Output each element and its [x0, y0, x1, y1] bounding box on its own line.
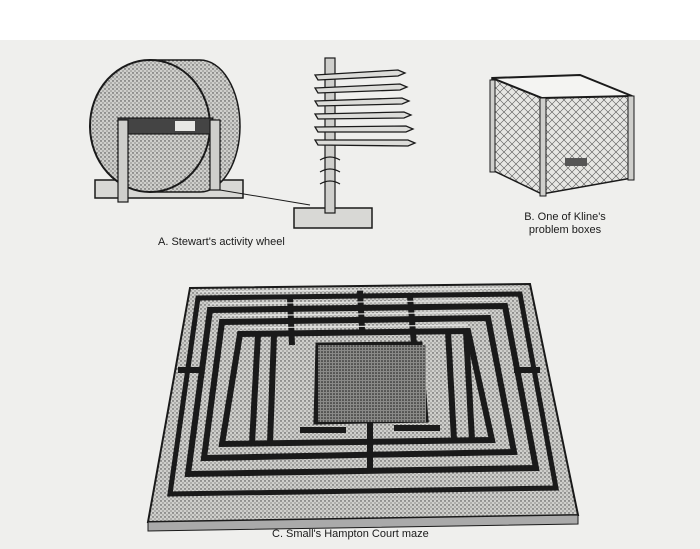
activity-wheel-drawing [89, 57, 417, 229]
caption-problem-box: B. One of Kline's problem boxes [500, 211, 630, 237]
caption-hampton-court-maze: C. Small's Hampton Court maze [272, 528, 429, 540]
caption-activity-wheel: A. Stewart's activity wheel [158, 236, 285, 248]
counter-post [324, 57, 336, 214]
caption-problem-box-line1: B. One of Kline's [524, 211, 606, 223]
hampton-court-maze-drawing [146, 282, 580, 532]
caption-problem-box-line2: problem boxes [528, 224, 602, 236]
problem-box-drawing [489, 73, 635, 197]
